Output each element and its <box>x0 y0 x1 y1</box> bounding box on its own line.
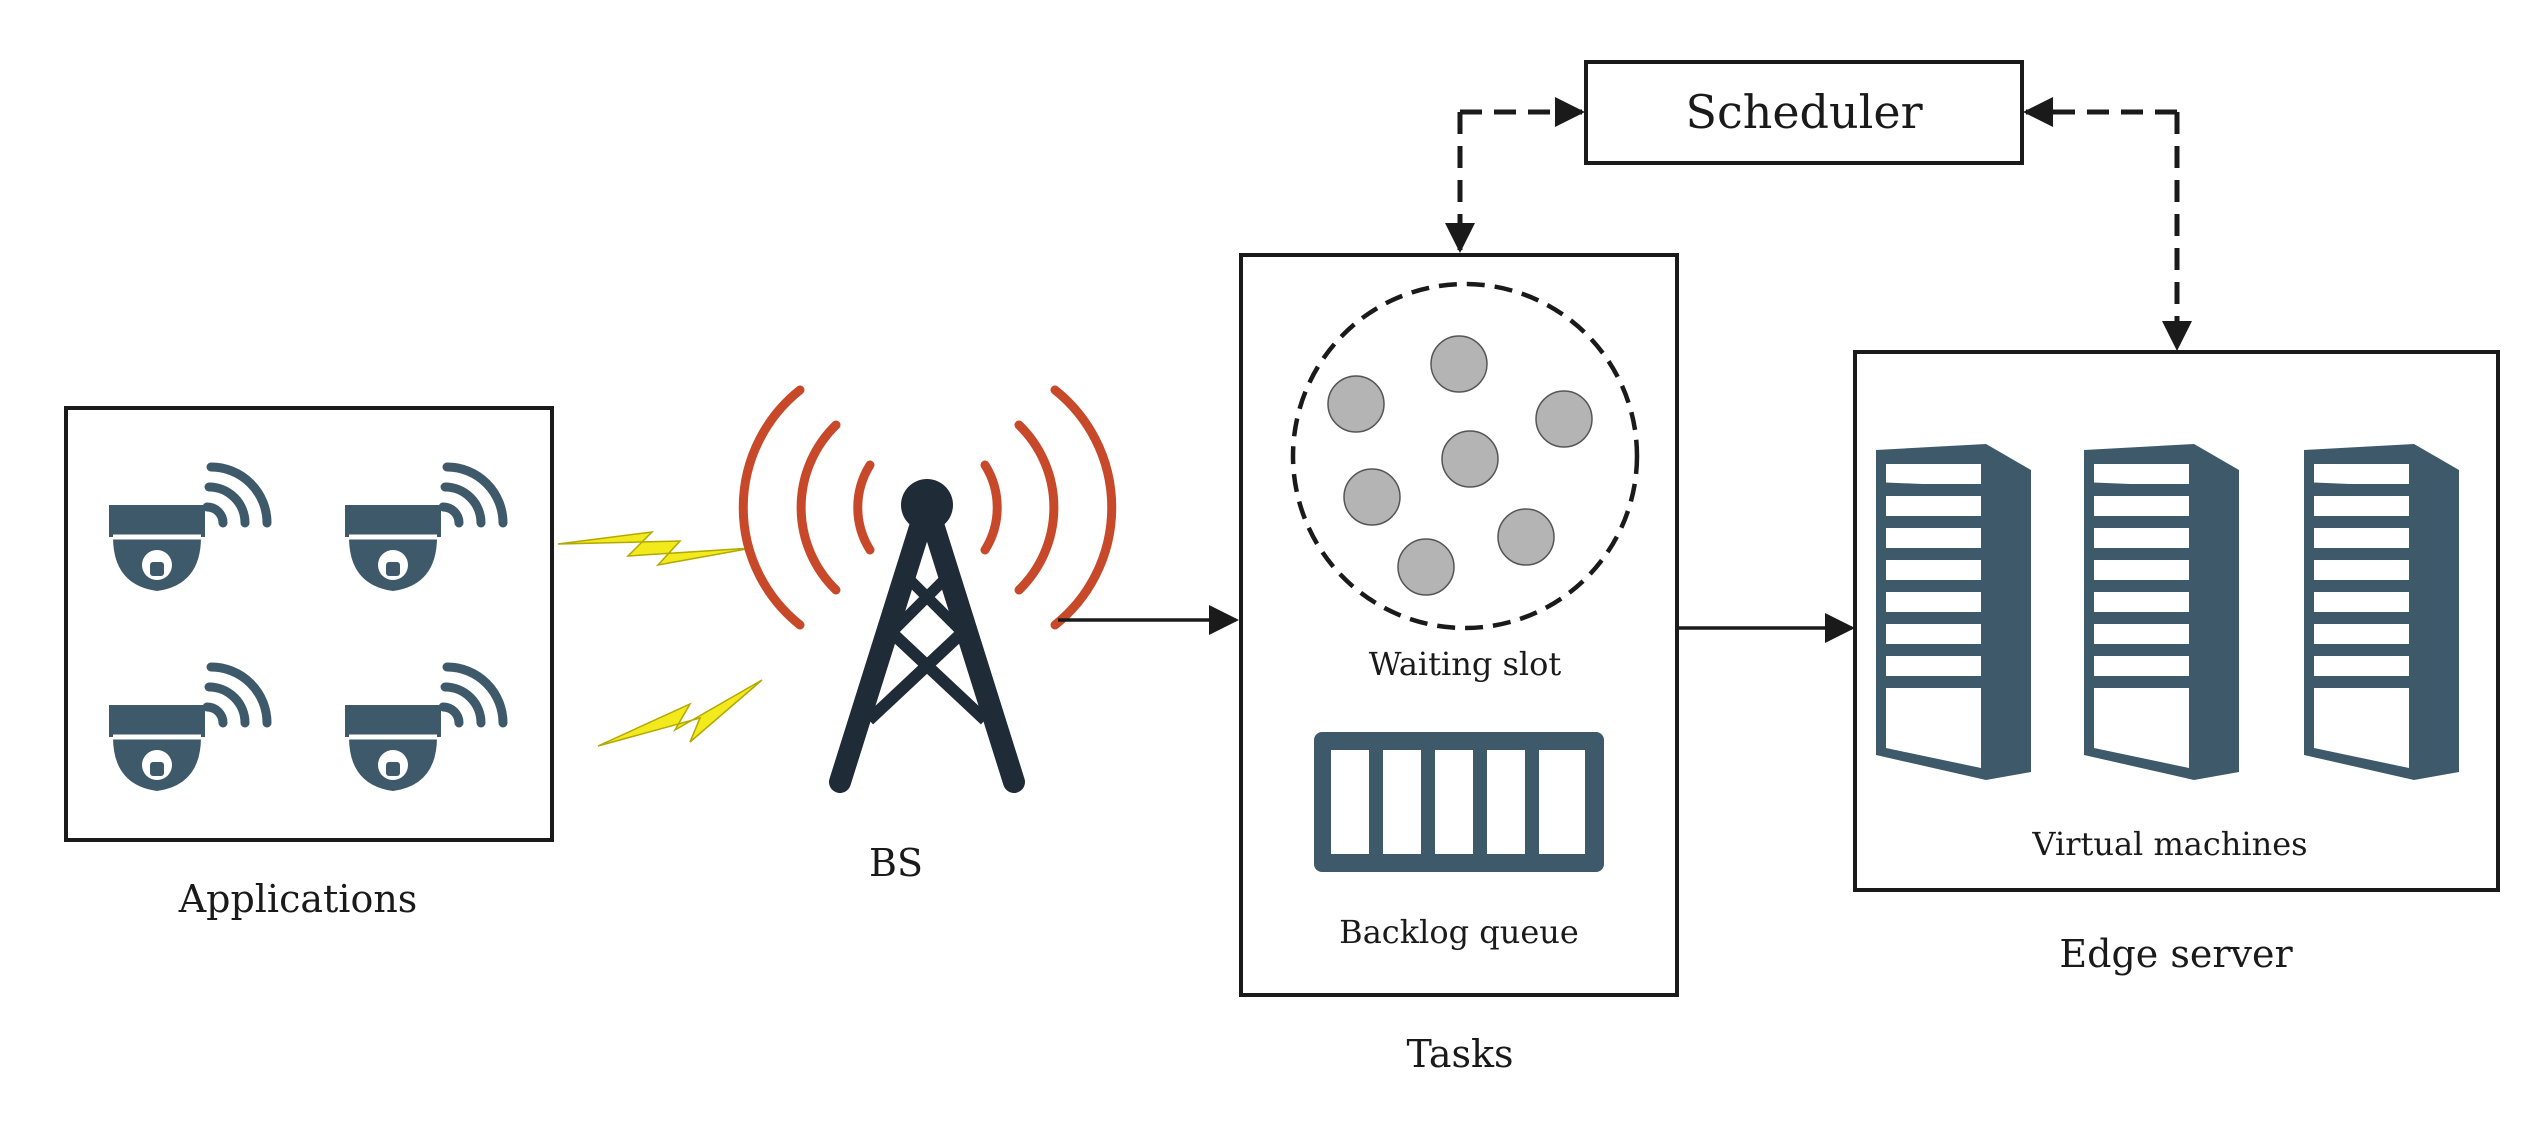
task-ball <box>1441 430 1499 488</box>
waiting-slot-pool <box>1290 281 1640 631</box>
waiting-slot-label: Waiting slot <box>1369 645 1562 683</box>
task-ball <box>1430 335 1488 393</box>
task-ball <box>1535 390 1593 448</box>
edge-server-label: Edge server <box>2059 932 2293 976</box>
scheduler-box <box>1584 60 2024 165</box>
lightning-bolt-icon <box>557 530 753 567</box>
bs-label: BS <box>869 841 923 885</box>
backlog-queue-label: Backlog queue <box>1339 913 1579 951</box>
task-ball <box>1327 375 1385 433</box>
scheduler-server-link <box>2023 97 2192 351</box>
backlog-queue-icon <box>1314 732 1604 872</box>
server-rack-icon <box>2302 442 2461 782</box>
task-ball-group <box>1327 335 1593 596</box>
task-ball <box>1343 468 1401 526</box>
tasks-label: Tasks <box>1406 1032 1513 1076</box>
task-ball <box>1497 508 1555 566</box>
camera-icon <box>109 667 267 791</box>
server-rack-icon <box>2082 442 2241 782</box>
applications-label: Applications <box>178 877 418 921</box>
camera-icon <box>345 667 503 791</box>
virtual-machines-label: Virtual machines <box>2031 825 2307 863</box>
scheduler-tasks-link <box>1445 97 1585 253</box>
edge-server-box <box>1853 350 2500 892</box>
cell-tower-icon <box>738 385 1117 793</box>
tasks-box <box>1239 253 1679 997</box>
task-ball <box>1397 538 1455 596</box>
server-rack-icon <box>1874 442 2033 782</box>
camera-icon <box>109 467 267 591</box>
camera-icon <box>345 467 503 591</box>
lightning-bolt-icon <box>597 679 763 747</box>
applications-box <box>64 406 554 842</box>
scheduler-label: Scheduler <box>1685 85 1922 139</box>
